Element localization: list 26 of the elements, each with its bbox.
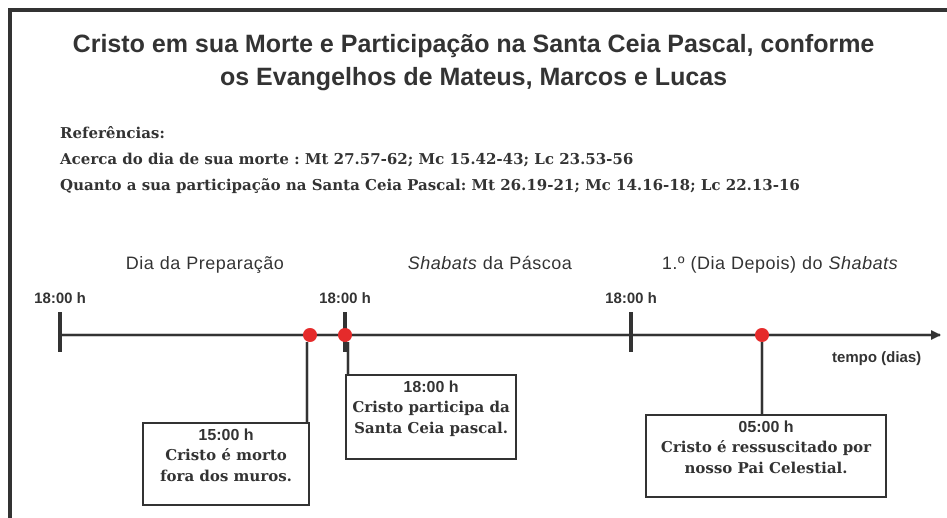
event-text: Cristo participa da Santa Ceia pascal. bbox=[351, 397, 511, 439]
connector-line bbox=[306, 342, 308, 422]
period-label: Dia da Preparação bbox=[126, 253, 284, 274]
reference-text: Quanto a sua participação na Santa Ceia Pascal: Mt 26.19-21; Mc 14.16-18; Lc 22.13-16 bbox=[60, 176, 800, 194]
title: Cristo em sua Morte e Participação na Santa Ceia Pascal, conforme os Evangelhos de Mateus, Marcos e Lucas bbox=[72, 29, 876, 93]
heading: Referências: bbox=[60, 124, 165, 142]
time-label: 18:00 h bbox=[319, 290, 371, 307]
period-label: 1.º (Dia Depois) do Shabats bbox=[662, 253, 898, 274]
period-label: Shabats da Páscoa bbox=[408, 253, 572, 274]
event-text: Cristo é ressuscitado por nosso Pai Celestial. bbox=[660, 437, 872, 479]
connector-line bbox=[346, 342, 350, 374]
event-dot bbox=[303, 328, 317, 342]
event-dot bbox=[755, 328, 769, 342]
event-box bbox=[142, 422, 310, 506]
event-box bbox=[645, 414, 887, 498]
reference-text: Acerca do dia de sua morte : Mt 27.57-62; Mc 15.42-43; Lc 23.53-56 bbox=[60, 150, 634, 168]
event-time: 05:00 h bbox=[737, 419, 795, 437]
time-label: 18:00 h bbox=[34, 290, 86, 307]
event-box bbox=[345, 374, 517, 460]
time-label: 18:00 h bbox=[605, 290, 657, 307]
event-dot bbox=[338, 328, 352, 342]
event-time: 15:00 h bbox=[197, 427, 255, 445]
connector-line bbox=[760, 342, 764, 414]
event-text: Cristo é morto fora dos muros. bbox=[159, 445, 293, 487]
event-time: 18:00 h bbox=[402, 379, 460, 397]
axis-label: tempo (dias) bbox=[832, 349, 922, 366]
